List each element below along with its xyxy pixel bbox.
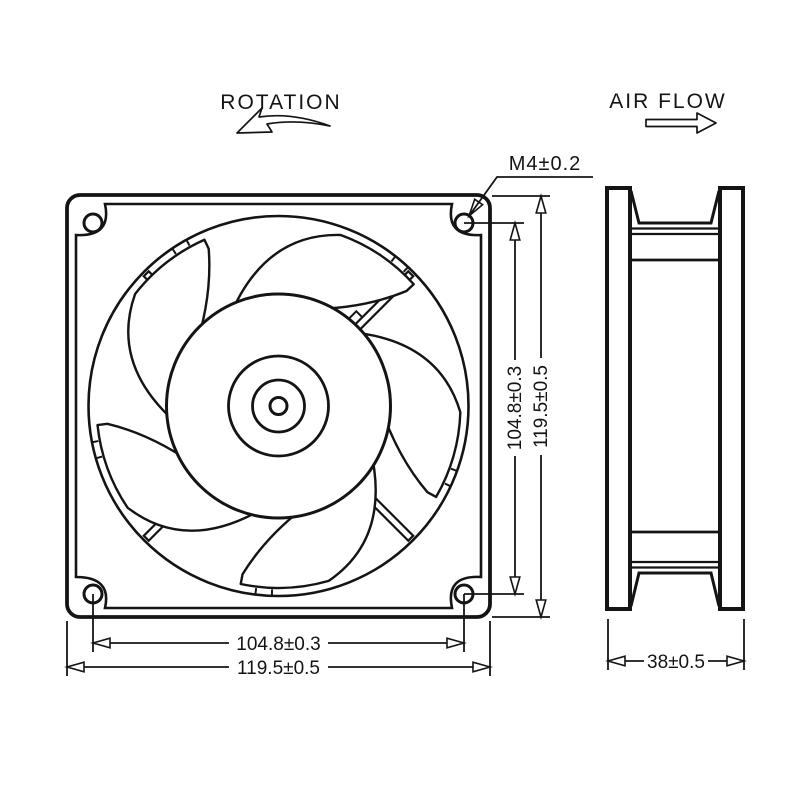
side-view-right-flange <box>718 186 745 611</box>
m4-leader-line <box>468 176 593 217</box>
hub-inner-circle <box>251 378 306 434</box>
fan-hub <box>165 292 392 520</box>
rotation-label: ROTATION <box>220 91 341 114</box>
fan-side-view <box>605 186 745 611</box>
dim-frame-width: 119.5±0.5 <box>237 658 320 679</box>
hub-shaft-circle <box>268 396 289 416</box>
dimension-layer <box>64 176 747 676</box>
fan-blade <box>91 238 211 460</box>
fan-front-view <box>65 193 492 619</box>
m4-thread-dimension: M4±0.2 <box>509 153 582 175</box>
dim-hole-pitch-horizontal: 104.8±0.3 <box>236 634 320 655</box>
dimension-arrowheads <box>64 193 747 673</box>
side-view-body-lines <box>629 190 721 607</box>
rotation-arrow-icon <box>236 107 331 134</box>
dim-hole-pitch-vertical: 104.8±0.3 <box>505 366 526 450</box>
airflow-label: AIR FLOW <box>609 90 727 113</box>
airflow-arrow-icon <box>645 112 717 134</box>
dim-depth: 38±0.5 <box>647 652 705 673</box>
dimension-lines <box>67 196 744 668</box>
side-view-left-flange <box>605 186 632 611</box>
hub-middle-circle <box>227 354 330 458</box>
screw-hole-top-left <box>82 212 104 234</box>
dim-frame-height: 119.5±0.5 <box>531 365 552 448</box>
